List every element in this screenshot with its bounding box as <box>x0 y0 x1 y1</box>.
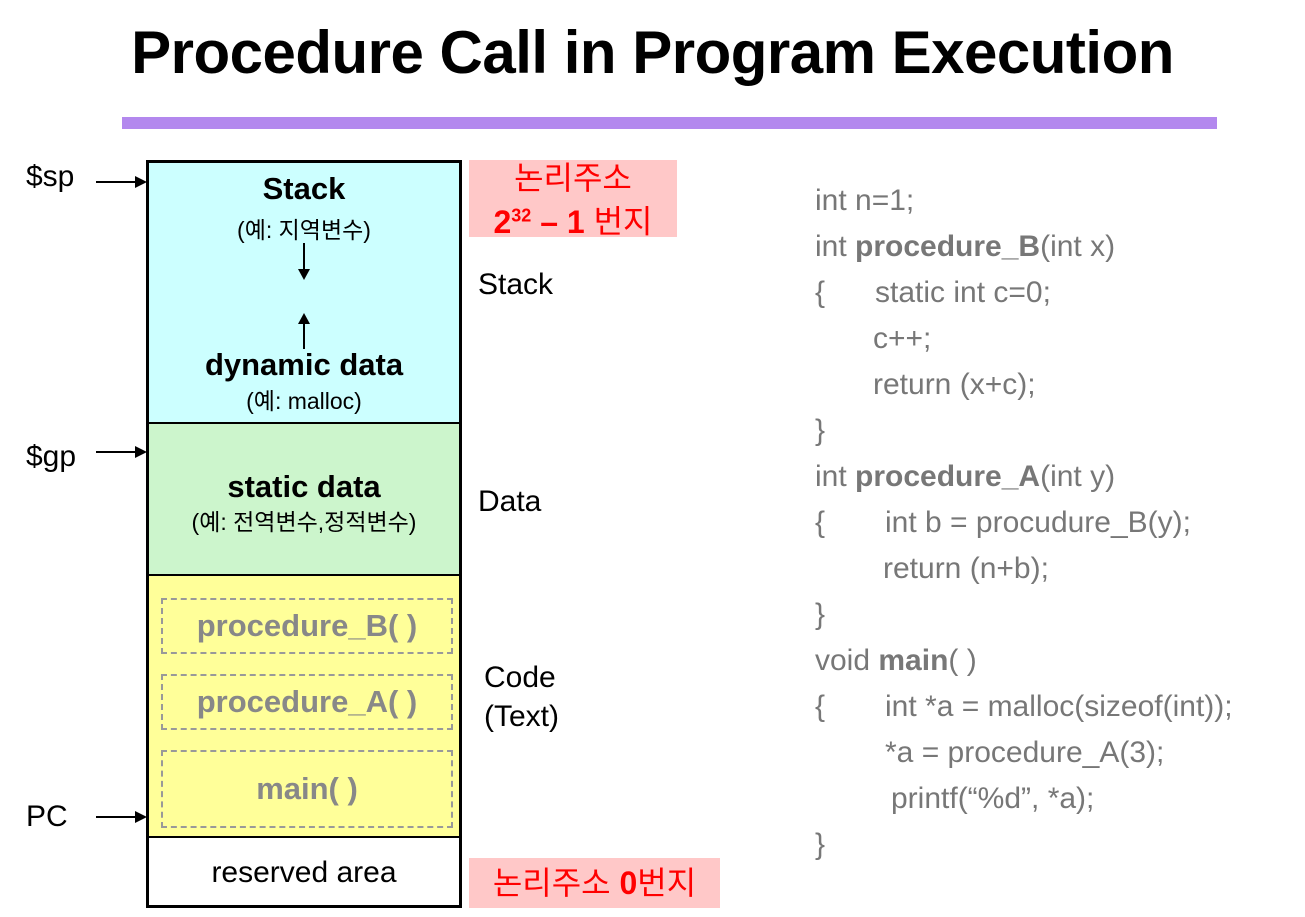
main-block: main( ) <box>161 750 453 828</box>
heap-title: dynamic data <box>204 347 404 382</box>
code-line-12: int *a = malloc(sizeof(int)); <box>885 690 1233 723</box>
code-line-15: } <box>815 828 826 861</box>
memory-layout: Stack (예: 지역변수) dynamic data (예: malloc)… <box>146 160 462 908</box>
code-line-8: int b = procudure_B(y); <box>885 506 1191 539</box>
code-text: ( ) <box>948 644 977 677</box>
code-keyword: main <box>878 644 949 677</box>
code-line-2: int procedure_B(int x) <box>815 224 1115 270</box>
data-segment: static data (예: 전역변수,정적변수) <box>149 424 459 576</box>
top-address-rest: – 1 <box>531 203 585 240</box>
static-data-subtitle: (예: 전역변수,정적변수) <box>191 509 417 535</box>
reserved-label: reserved area <box>211 856 397 889</box>
bottom-address-prefix: 논리주소 <box>492 865 620 901</box>
stack-subtitle: (예: 지역변수) <box>237 217 371 243</box>
code-line-13: *a = procedure_A(3); <box>885 736 1165 769</box>
code-line-10: } <box>815 598 826 631</box>
heap-subtitle: (예: malloc) <box>246 388 362 414</box>
code-keyword: procedure_B <box>855 230 1041 263</box>
bottom-address-unit: 번지 <box>637 865 697 901</box>
code-line-3-brace: { <box>815 276 826 309</box>
arrow-down-icon <box>298 269 310 280</box>
code-keyword: procedure_A <box>855 460 1041 493</box>
heap-grow-arrow <box>303 323 305 349</box>
top-address-exp: 32 <box>511 205 532 225</box>
page-title: Procedure Call in Program Execution <box>131 19 1174 86</box>
code-text: int <box>815 460 856 493</box>
gp-label: $gp <box>26 440 77 473</box>
arrow-right-icon <box>135 811 147 823</box>
arrow-right-icon <box>135 176 147 188</box>
code-line-4: c++; <box>873 322 932 355</box>
code-line-5: return (x+c); <box>873 368 1036 401</box>
code-line-14: printf(“%d”, *a); <box>891 782 1095 815</box>
top-address-base: 2 <box>493 203 512 240</box>
code-segment: procedure_B( ) procedure_A( ) main( ) <box>149 576 459 838</box>
bottom-address-zero: 0 <box>619 865 638 901</box>
code-line-11: void main( ) <box>815 638 977 684</box>
top-address-box: 논리주소 232 – 1 번지 <box>469 160 677 240</box>
reserved-segment: reserved area <box>149 838 459 905</box>
pc-label: PC <box>26 800 68 833</box>
code-line-12-brace: { <box>815 690 826 723</box>
code-line-1: int n=1; <box>815 184 915 217</box>
gp-arrow <box>96 451 136 453</box>
code-text: int <box>815 230 856 263</box>
code-segment-label: Code <box>484 661 556 694</box>
top-address-unit: 번지 <box>584 203 653 240</box>
static-data-title: static data <box>227 469 381 504</box>
stack-segment: Stack (예: 지역변수) dynamic data (예: malloc) <box>149 163 459 424</box>
code-line-9: return (n+b); <box>883 552 1049 585</box>
title-underline <box>122 117 1217 129</box>
sp-arrow <box>96 181 136 183</box>
code-line-7: int procedure_A(int y) <box>815 454 1115 500</box>
top-address-line1: 논리주소 <box>514 160 632 196</box>
arrow-up-icon <box>298 313 310 324</box>
code-line-8-brace: { <box>815 506 826 539</box>
data-segment-label: Data <box>478 485 542 518</box>
stack-segment-label: Stack <box>478 268 554 301</box>
stack-grow-arrow <box>303 243 305 271</box>
code-segment-sublabel: (Text) <box>484 700 559 733</box>
code-line-6: } <box>815 414 826 447</box>
code-text: (int x) <box>1040 230 1116 263</box>
code-text: (int y) <box>1040 460 1116 493</box>
procedure-a-block: procedure_A( ) <box>161 674 453 730</box>
procedure-b-block: procedure_B( ) <box>161 598 453 654</box>
code-line-3: static int c=0; <box>875 276 1051 309</box>
pc-arrow <box>96 816 136 818</box>
top-address-line2: 232 – 1 번지 <box>469 196 677 241</box>
bottom-address-box: 논리주소 0번지 <box>469 858 720 908</box>
sp-label: $sp <box>26 160 75 193</box>
stack-title: Stack <box>262 171 346 206</box>
code-text: void <box>815 644 879 677</box>
arrow-right-icon <box>135 446 147 458</box>
